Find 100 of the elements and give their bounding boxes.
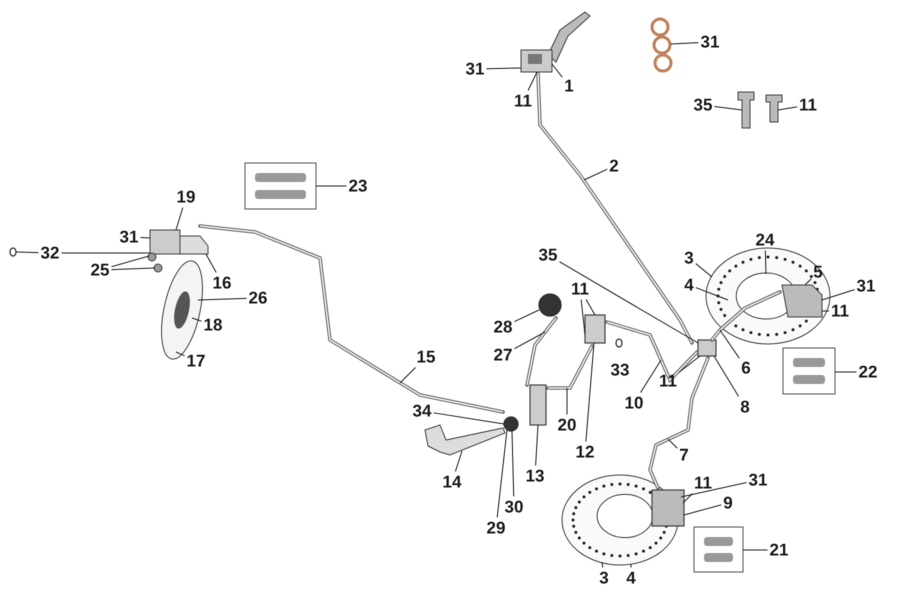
leader-line [585,342,594,442]
leader-line [486,68,522,70]
callout-number: 21 [768,540,790,560]
callout-number: 19 [176,188,196,206]
callout-number: 15 [416,348,436,366]
leader-line [778,106,798,110]
callout-number: 32 [40,244,60,262]
callout-number: 12 [574,442,596,462]
callout-number: 4 [625,568,637,588]
leader-line [586,299,596,316]
leader-line [566,388,568,415]
callout-number: 6 [740,358,752,378]
leader-line [198,298,248,300]
banjo-bolt-drawing [738,92,754,128]
brake-hose [525,316,558,387]
callout-number: 7 [678,446,690,464]
callout-number: 1 [563,76,575,96]
hose-junction-drawing [697,339,717,357]
callout-number: 28 [492,318,514,336]
brake-hose [546,344,594,390]
leader-line [668,438,678,449]
callout-number: 31 [118,228,140,246]
leader-line [714,356,740,397]
brake-pad-inset [694,526,744,572]
leader-line [584,168,608,180]
leader-line [206,254,217,273]
callout-number: 11 [693,474,713,492]
leader-line [140,237,150,238]
brake-pad-inset [244,162,316,210]
leader-line [552,64,563,78]
leader-line [640,360,662,393]
callout-number: 23 [348,176,368,196]
leader-line [60,252,150,254]
leader-line [176,207,184,230]
callout-number: 31 [748,470,768,490]
leader-line [764,250,766,274]
leader-line [695,263,712,278]
callout-number: 14 [442,472,462,492]
leader-line [432,412,504,424]
callout-number: 24 [754,230,776,250]
leader-line [514,332,546,350]
leader-line [630,564,632,568]
leader-line [558,261,698,344]
leader-line [528,72,538,91]
leader-line [684,504,722,516]
callout-number: 16 [212,274,232,292]
callout-number: 17 [186,352,206,370]
callout-number: 31 [700,32,720,52]
callout-number: 35 [692,96,714,114]
callout-number: 2 [608,156,620,176]
callout-number: 25 [90,260,110,280]
leader-line [602,562,604,568]
leader-line [110,256,150,268]
callout-number: 11 [570,280,590,298]
leader-line [176,352,186,356]
brake-caliper-drawing [148,230,208,272]
leader-line [695,287,728,300]
callout-number: 33 [610,360,630,380]
brake-hose [648,356,710,490]
leader-line [535,424,538,466]
leader-line [714,106,742,110]
brake-pedal-drawing [424,424,506,456]
callout-number: 9 [722,494,734,512]
pivot-bolt-drawing [503,416,519,432]
callout-number: 31 [464,60,486,78]
brake-hose [536,71,694,345]
callout-number: 13 [524,466,546,486]
leader-line [720,330,740,359]
leader-line [454,450,462,472]
leader-line [496,430,508,518]
callout-number: 11 [830,302,850,320]
brake-caliper-drawing [651,489,685,527]
leader-line [670,42,700,44]
callout-number: 11 [658,372,678,390]
leader-line [580,299,586,336]
leader-line [110,268,156,270]
callout-number: 34 [412,402,432,420]
callout-number: 5 [812,262,824,282]
callout-number: 18 [202,316,224,334]
master-cylinder-drawing [529,384,547,426]
leader-line [804,278,812,286]
leader-line [678,356,700,373]
leader-line [400,367,416,384]
callout-number: 22 [858,362,878,382]
washers-drawing [650,18,672,72]
callout-number: 11 [513,92,533,110]
callout-number: 29 [486,518,506,538]
leader-line [822,310,830,312]
callout-number: 35 [538,246,558,264]
callout-number: 31 [856,276,876,296]
callout-number: 4 [683,276,695,294]
leader-line [192,318,202,322]
callout-number: 30 [504,498,524,516]
callout-number: 10 [624,394,644,412]
leader-line [16,252,40,254]
callout-number: 26 [248,288,268,308]
leader-line [822,289,856,300]
banjo-bolt-drawing [766,94,782,122]
leader-line [680,482,748,498]
leader-line [682,493,693,504]
